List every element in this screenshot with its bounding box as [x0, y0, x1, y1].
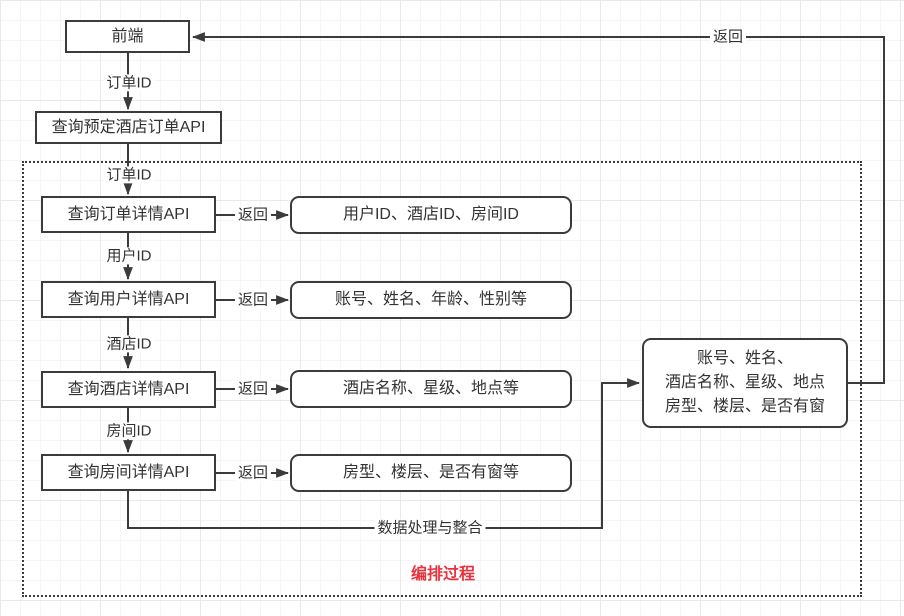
node-query-order-detail-api: 查询订单详情API [41, 196, 216, 233]
merged-result-line1: 账号、姓名、 [696, 350, 793, 367]
label-data-processing: 数据处理与整合 [374, 519, 486, 537]
label-order-id-top: 订单ID [103, 74, 155, 92]
node-frontend: 前端 [65, 20, 190, 53]
node-user-detail-result: 账号、姓名、年龄、性别等 [290, 281, 572, 319]
label-return-hotel-detail: 返回 [234, 380, 272, 398]
label-return-room-detail: 返回 [234, 464, 272, 482]
label-return-user-detail: 返回 [234, 291, 272, 309]
node-query-room-detail-api: 查询房间详情API [41, 454, 216, 491]
node-query-booking-order-api: 查询预定酒店订单API [35, 111, 222, 144]
label-return-order-detail: 返回 [234, 206, 272, 224]
label-room-id: 房间ID [103, 422, 155, 440]
node-room-detail-result: 房型、楼层、是否有窗等 [290, 454, 572, 492]
label-hotel-id: 酒店ID [103, 335, 155, 353]
merged-result-line2: 酒店名称、星级、地点 [664, 374, 825, 391]
merged-result-line3: 房型、楼层、是否有窗 [664, 398, 825, 415]
node-order-detail-result: 用户ID、酒店ID、房间ID [290, 196, 572, 234]
node-hotel-detail-result: 酒店名称、星级、地点等 [290, 370, 572, 408]
orchestration-title: 编排过程 [410, 566, 476, 583]
node-query-user-detail-api: 查询用户详情API [41, 281, 216, 318]
node-query-hotel-detail-api: 查询酒店详情API [41, 371, 216, 408]
node-merged-result: 账号、姓名、 酒店名称、星级、地点 房型、楼层、是否有窗 [642, 338, 848, 428]
label-order-id-inner: 订单ID [103, 166, 155, 184]
label-return-to-frontend: 返回 [709, 28, 747, 46]
label-user-id: 用户ID [103, 247, 155, 265]
